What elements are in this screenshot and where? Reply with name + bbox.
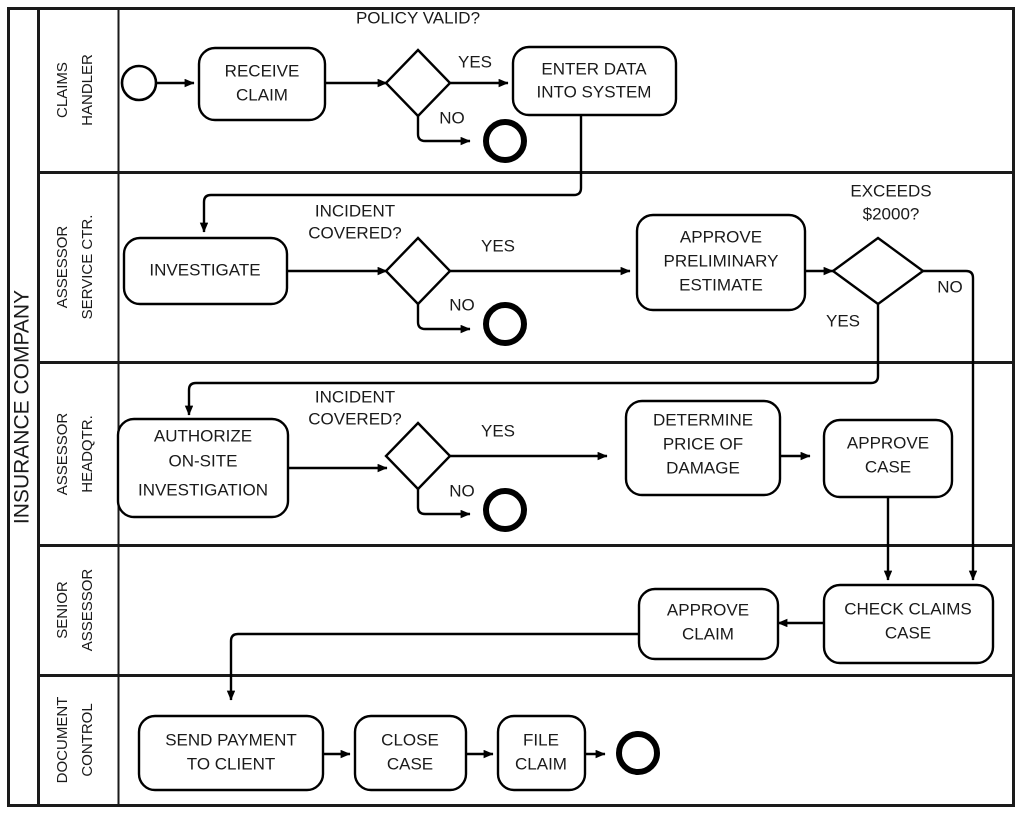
svg-text:APPROVE: APPROVE: [680, 227, 762, 246]
svg-text:DETERMINE: DETERMINE: [653, 410, 753, 429]
task-approve-preliminary-estimate[interactable]: APPROVE PRELIMINARY ESTIMATE: [635, 213, 807, 312]
svg-text:APPROVE: APPROVE: [847, 433, 929, 452]
svg-text:ASSESSOR: ASSESSOR: [79, 569, 96, 652]
svg-text:INVESTIGATION: INVESTIGATION: [138, 480, 268, 499]
lane-separators: [38, 8, 1014, 806]
end-event-not-covered-1[interactable]: [483, 302, 527, 346]
gateway-policy-valid-no-label: NO: [439, 108, 465, 127]
gateway-incident-covered-2-yes-label: YES: [481, 421, 515, 440]
end-event-not-covered-2[interactable]: [483, 488, 527, 532]
svg-text:DAMAGE: DAMAGE: [666, 458, 740, 477]
lane-label-senior-assessor: SENIOR ASSESSOR: [54, 569, 96, 652]
gateway-exceeds-2000-no-label: NO: [937, 277, 963, 296]
task-receive-claim[interactable]: RECEIVE CLAIM: [197, 46, 327, 122]
task-authorize-onsite-investigation[interactable]: AUTHORIZE ON-SITE INVESTIGATION: [116, 417, 290, 519]
flow-covered1-no-to-end: [416, 303, 471, 334]
svg-text:TO CLIENT: TO CLIENT: [187, 754, 275, 773]
svg-text:INTO SYSTEM: INTO SYSTEM: [537, 82, 652, 101]
svg-text:SEND PAYMENT: SEND PAYMENT: [165, 730, 297, 749]
svg-text:DOCUMENT: DOCUMENT: [54, 697, 71, 784]
svg-text:CASE: CASE: [865, 457, 911, 476]
gateway-incident-covered-1-yes-label: YES: [481, 236, 515, 255]
svg-text:CLOSE: CLOSE: [381, 730, 439, 749]
gateway-policy-valid-yes-label: YES: [458, 52, 492, 71]
gateway-incident-covered-2-label-2: COVERED?: [308, 409, 402, 428]
gateway-exceeds-2000-yes-label: YES: [826, 311, 860, 330]
gateway-exceeds-2000-label-1: EXCEEDS: [850, 181, 931, 200]
flow-exceeds-no-to-checkclaims: [923, 269, 978, 581]
flow-exceeds-yes-to-authorize: [184, 303, 880, 416]
task-determine-price-of-damage[interactable]: DETERMINE PRICE OF DAMAGE: [624, 399, 782, 497]
svg-text:INVESTIGATE: INVESTIGATE: [149, 260, 260, 279]
svg-text:CLAIMS: CLAIMS: [54, 62, 71, 118]
flow-policyvalid-no-to-end: [416, 115, 471, 146]
svg-text:HEADQTR.: HEADQTR.: [79, 415, 96, 493]
pool-label: INSURANCE COMPANY: [11, 290, 34, 524]
task-approve-case[interactable]: APPROVE CASE: [822, 418, 954, 499]
lane-label-assessor-service-ctr: ASSESSOR SERVICE CTR.: [54, 215, 96, 320]
svg-text:CONTROL: CONTROL: [79, 703, 96, 776]
sequence-flows: [156, 78, 978, 759]
svg-text:CASE: CASE: [885, 623, 931, 642]
gateway-exceeds-2000[interactable]: [830, 236, 926, 306]
svg-text:SERVICE CTR.: SERVICE CTR.: [79, 215, 96, 320]
svg-text:RECEIVE: RECEIVE: [225, 61, 300, 80]
task-approve-claim[interactable]: APPROVE CLAIM: [637, 587, 780, 661]
start-event[interactable]: [120, 64, 158, 102]
svg-text:SENIOR: SENIOR: [54, 581, 71, 639]
gateway-incident-covered-2[interactable]: [384, 421, 452, 491]
gateway-policy-valid-label: POLICY VALID?: [356, 8, 480, 27]
task-investigate[interactable]: INVESTIGATE: [122, 236, 289, 306]
end-event-policy-invalid[interactable]: [483, 119, 527, 163]
gateway-incident-covered-1-no-label: NO: [449, 295, 475, 314]
svg-text:AUTHORIZE: AUTHORIZE: [154, 426, 252, 445]
svg-text:CLAIM: CLAIM: [236, 85, 288, 104]
flow-enterdata-to-investigate: [199, 114, 583, 233]
svg-text:PRICE OF: PRICE OF: [663, 434, 743, 453]
task-enter-data-into-system[interactable]: ENTER DATA INTO SYSTEM: [511, 45, 678, 117]
gateway-incident-covered-1-label-1: INCIDENT: [315, 201, 395, 220]
svg-text:CLAIM: CLAIM: [682, 624, 734, 643]
gateway-incident-covered-1[interactable]: [384, 236, 452, 306]
task-file-claim[interactable]: FILE CLAIM: [496, 714, 587, 792]
gateway-policy-valid[interactable]: [384, 48, 452, 118]
task-close-case[interactable]: CLOSE CASE: [353, 714, 468, 792]
task-send-payment-to-client[interactable]: SEND PAYMENT TO CLIENT: [137, 714, 325, 792]
lane-label-assessor-headqtr: ASSESSOR HEADQTR.: [54, 413, 96, 496]
svg-text:ENTER DATA: ENTER DATA: [541, 59, 647, 78]
svg-text:PRELIMINARY: PRELIMINARY: [664, 251, 779, 270]
lane-label-claims-handler: CLAIMS HANDLER: [54, 54, 96, 126]
svg-text:CLAIM: CLAIM: [515, 754, 567, 773]
end-event-final[interactable]: [616, 731, 660, 775]
flow-approveclaim-to-sendpayment: [226, 632, 640, 701]
svg-text:ESTIMATE: ESTIMATE: [679, 275, 763, 294]
svg-text:HANDLER: HANDLER: [79, 54, 96, 126]
gateway-incident-covered-2-no-label: NO: [449, 481, 475, 500]
svg-text:CHECK CLAIMS: CHECK CLAIMS: [844, 599, 972, 618]
lane-label-document-control: DOCUMENT CONTROL: [54, 697, 96, 784]
gateway-incident-covered-1-label-2: COVERED?: [308, 223, 402, 242]
flow-covered2-no-to-end: [416, 488, 471, 519]
gateway-exceeds-2000-label-2: $2000?: [863, 204, 920, 223]
svg-text:APPROVE: APPROVE: [667, 600, 749, 619]
svg-text:CASE: CASE: [387, 754, 433, 773]
task-check-claims-case[interactable]: CHECK CLAIMS CASE: [822, 583, 995, 665]
svg-text:ASSESSOR: ASSESSOR: [54, 226, 71, 309]
svg-text:ASSESSOR: ASSESSOR: [54, 413, 71, 496]
svg-text:ON-SITE: ON-SITE: [169, 451, 238, 470]
svg-text:FILE: FILE: [523, 730, 559, 749]
gateway-incident-covered-2-label-1: INCIDENT: [315, 387, 395, 406]
